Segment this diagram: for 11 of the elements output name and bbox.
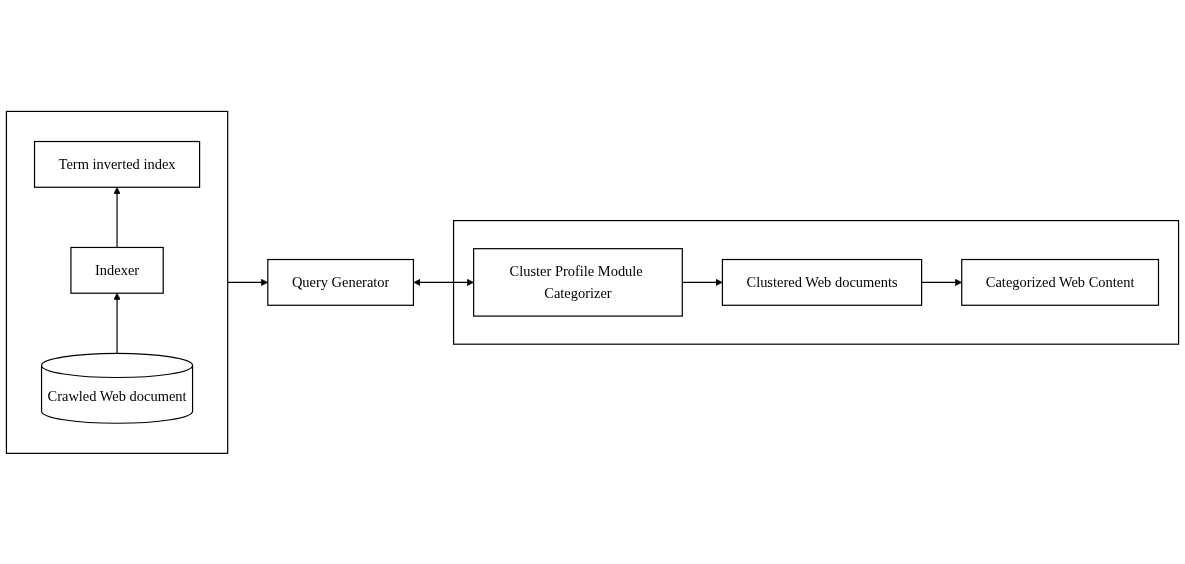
node-box: Query Generator: [267, 258, 415, 306]
node-box: Cluster Profile Module Categorizer: [473, 247, 683, 317]
cluster: [5, 110, 229, 454]
cluster: [452, 219, 1180, 345]
node-box: Indexer: [70, 246, 164, 294]
node-box: Clustered Web documents: [721, 258, 923, 306]
node-box: Categorized Web Content: [961, 258, 1160, 306]
node-box: Term inverted index: [33, 140, 201, 188]
arrow: [113, 292, 121, 354]
arrow: [113, 186, 121, 248]
arrow: [413, 278, 474, 286]
